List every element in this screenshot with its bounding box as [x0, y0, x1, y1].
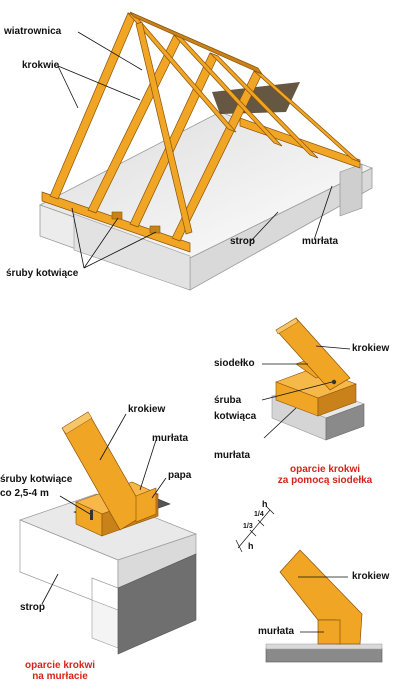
notch-base-slab: [265, 647, 383, 663]
label-saddle-wall-plate: murłata: [214, 450, 251, 461]
caption-wall-line1: oparcie krokwi: [24, 660, 96, 671]
saddle-detail-illustration: [261, 317, 365, 441]
wall-stub-block: [135, 487, 157, 523]
wall-anchor-bolt: [90, 510, 93, 520]
dim-mark-third: 1/3: [243, 523, 253, 530]
wall-plate-front: [41, 191, 191, 253]
roof-leader-lines: [57, 31, 333, 269]
label-notch-rafter: krokiew: [352, 571, 390, 582]
caption-saddle-line1: oparcie krokwi: [289, 464, 361, 475]
label-wall-bolts-line2: co 2,5-4 m: [0, 488, 49, 499]
notch-detail-illustration: [235, 505, 383, 663]
label-rafters: krokwie: [22, 60, 60, 71]
label-saddle-bolt-line2: kotwiąca: [214, 411, 257, 422]
label-wall-bolts-line1: śruby kotwiące: [0, 474, 73, 485]
label-anchor-bolts: śruby kotwiące: [6, 268, 79, 279]
label-ceiling-slab: strop: [230, 236, 255, 247]
label-wall-rafter: krokiew: [128, 404, 166, 415]
label-saddle-rafter: krokiew: [352, 343, 390, 354]
rear-wall: [339, 163, 363, 217]
wall-detail-illustration: [19, 411, 198, 655]
notch-dimension-lines: [235, 505, 275, 553]
label-tar-paper: papa: [168, 470, 192, 481]
wall-leader-lines: [41, 413, 167, 605]
label-saddle: siodełko: [214, 358, 255, 369]
caption-wall-line2: na murłacie: [32, 671, 88, 682]
saddle-rafter-top: [275, 317, 299, 335]
saddle-leader-lines: [261, 345, 351, 439]
label-wall-murlata: murłata: [152, 433, 189, 444]
saddle-base-side: [325, 403, 365, 441]
wind-brace: [135, 21, 193, 235]
dim-mark-h-bottom: h: [248, 541, 254, 551]
label-notch-wall-plate: murłata: [258, 626, 295, 637]
label-wall-strop: strop: [20, 602, 45, 613]
roof-truss-illustration: [38, 11, 374, 291]
notch-leader-lines: [298, 576, 348, 633]
wall-body: [117, 553, 197, 655]
anchor-bolt: [331, 379, 337, 385]
saddle-wall-plate-side: [317, 383, 357, 417]
notch-base-top: [265, 643, 383, 650]
dim-mark-h-top: h: [262, 499, 268, 509]
wall-front-face: [91, 599, 119, 649]
caption-saddle-line2: za pomocą siodełka: [277, 475, 373, 486]
label-wind-brace: wiatrownica: [4, 26, 62, 37]
wall-rafter-top: [61, 411, 93, 435]
label-saddle-bolt-line1: śruba: [214, 395, 242, 406]
label-wall-plate: murłata: [302, 236, 339, 247]
dim-mark-quarter: 1/4: [254, 511, 264, 518]
rafters: [49, 11, 361, 242]
front-wall: [73, 213, 191, 291]
